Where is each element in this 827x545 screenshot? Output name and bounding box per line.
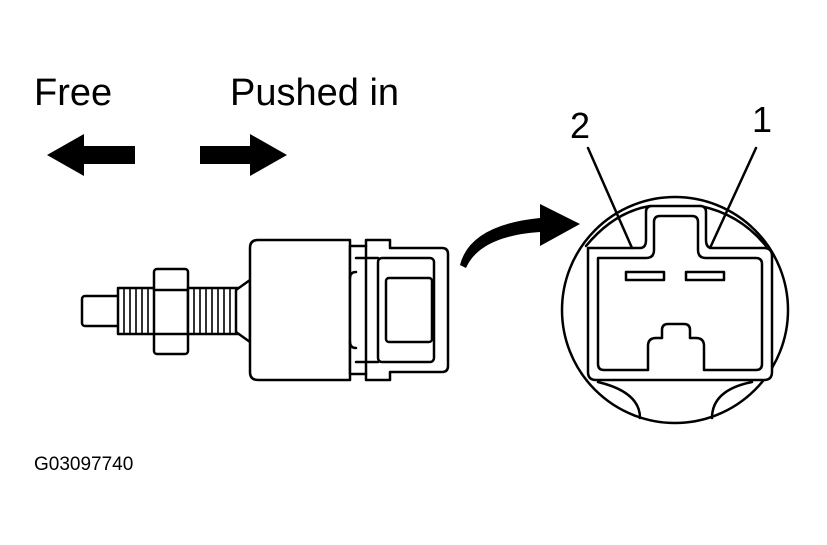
stop-light-switch: [80, 238, 450, 382]
switch-body: [248, 238, 352, 382]
corner-arc-bottom-left: [596, 380, 642, 420]
figure-code: G03097740: [34, 454, 133, 475]
pushed-in-label: Pushed in: [230, 72, 399, 114]
arrow-right-icon: [200, 134, 287, 176]
terminal-2: [624, 270, 666, 282]
arrow-left-icon: [47, 134, 135, 176]
lock-nut: [152, 267, 190, 356]
leader-line-1: [708, 146, 758, 250]
curved-arrow-icon: [460, 204, 580, 268]
connector-inner-outline: [596, 214, 764, 372]
terminal-1-label: 1: [752, 99, 772, 140]
body-collar: [234, 278, 252, 344]
terminal-2-label: 2: [570, 105, 590, 146]
corner-arc-top-right: [698, 204, 768, 248]
corner-arc-bottom-right: [710, 380, 754, 420]
connector-latch: [384, 276, 434, 344]
thread-lines-front: [123, 288, 149, 334]
thread-lines-rear: [193, 288, 231, 334]
connector-face-detail: [560, 195, 790, 425]
corner-arc-top-left: [584, 204, 652, 248]
free-label: Free: [34, 72, 112, 114]
terminal-1: [684, 270, 726, 282]
connector-outer-outline: [586, 204, 774, 382]
leader-line-2: [586, 146, 634, 250]
plunger-tip: [80, 294, 124, 328]
